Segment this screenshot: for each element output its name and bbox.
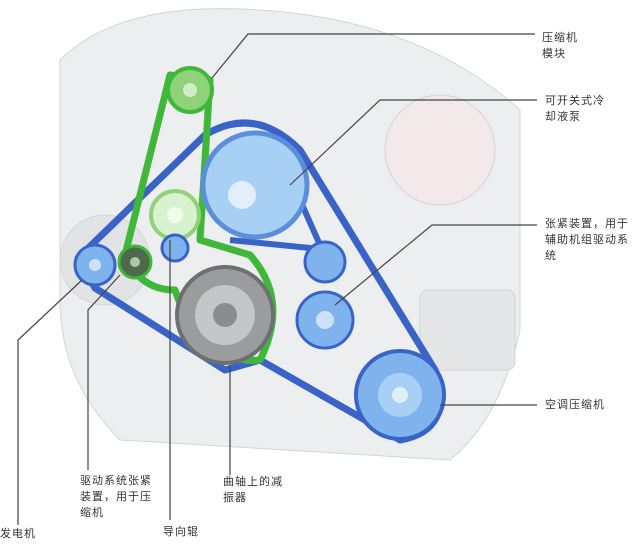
drive-tensioner-pulley: [117, 244, 153, 280]
label-guide-roller: 导向辊: [163, 525, 199, 538]
label-compressor-module: 压缩机模块: [542, 31, 578, 60]
label-crank-damper: 曲轴上的减振器: [223, 475, 283, 504]
aux-tensioner-pulleys: [295, 240, 355, 350]
leader-lines: [17, 33, 537, 525]
label-ac-compressor: 空调压缩机: [545, 398, 605, 411]
label-generator: 发电机: [0, 527, 36, 540]
engine-block: [59, 8, 521, 461]
guide-roller: [160, 233, 190, 263]
ac-compressor-pulley: [354, 349, 446, 441]
coolant-pump-pulley: [200, 130, 310, 240]
label-coolant-pump: 可开关式冷却液泵: [545, 94, 605, 123]
generator-pulley: [73, 243, 117, 287]
label-drive-tensioner: 驱动系统张紧装置，用于压缩机: [80, 474, 152, 519]
crankshaft-damper: [175, 265, 275, 365]
label-aux-tensioner: 张紧装置，用于辅助机组驱动系统: [545, 217, 629, 262]
compressor-pulley: [166, 66, 214, 114]
tensioner-pulley: [149, 189, 201, 241]
